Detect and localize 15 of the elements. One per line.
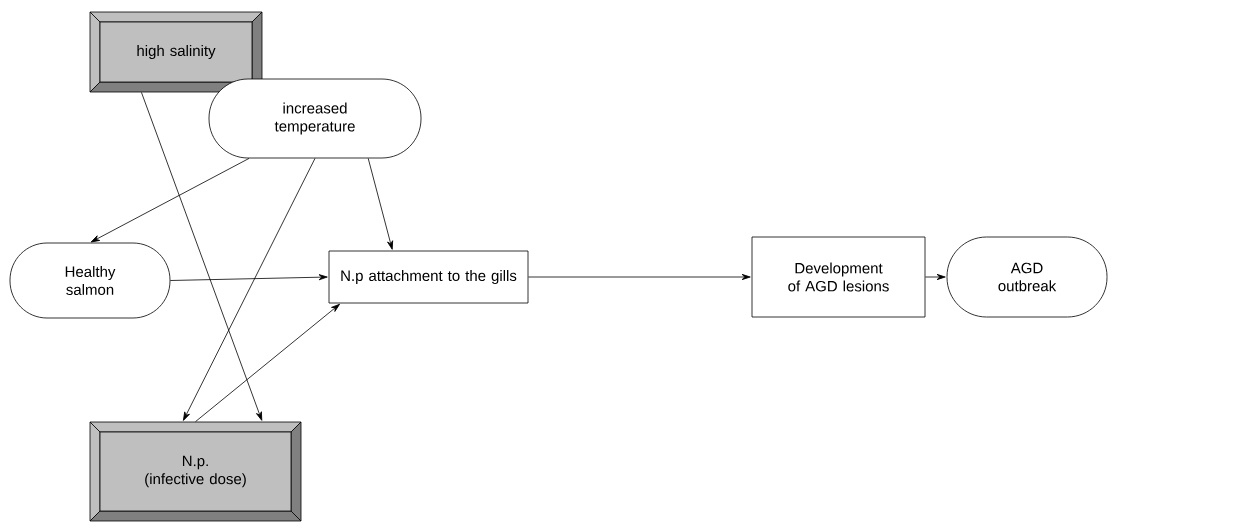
- arrow: [170, 274, 328, 281]
- rounded-box: increased temperature: [208, 78, 422, 159]
- bevel-box: N.p. (infective dose): [89, 421, 302, 522]
- arrow: [925, 273, 946, 281]
- arrow: [141, 92, 263, 421]
- arrow: [367, 158, 394, 250]
- bevel-box: high salinity: [89, 11, 263, 93]
- arrow: [183, 158, 316, 421]
- arrow: [528, 273, 751, 281]
- arrow: [90, 158, 250, 243]
- process-box: Development of AGD lesions: [751, 236, 926, 318]
- rounded-box: Healthy salmon: [9, 242, 171, 319]
- rounded-box: AGD outbreak: [946, 236, 1108, 318]
- arrow: [195, 303, 340, 422]
- process-box: N.p attachment to the gills: [328, 250, 529, 304]
